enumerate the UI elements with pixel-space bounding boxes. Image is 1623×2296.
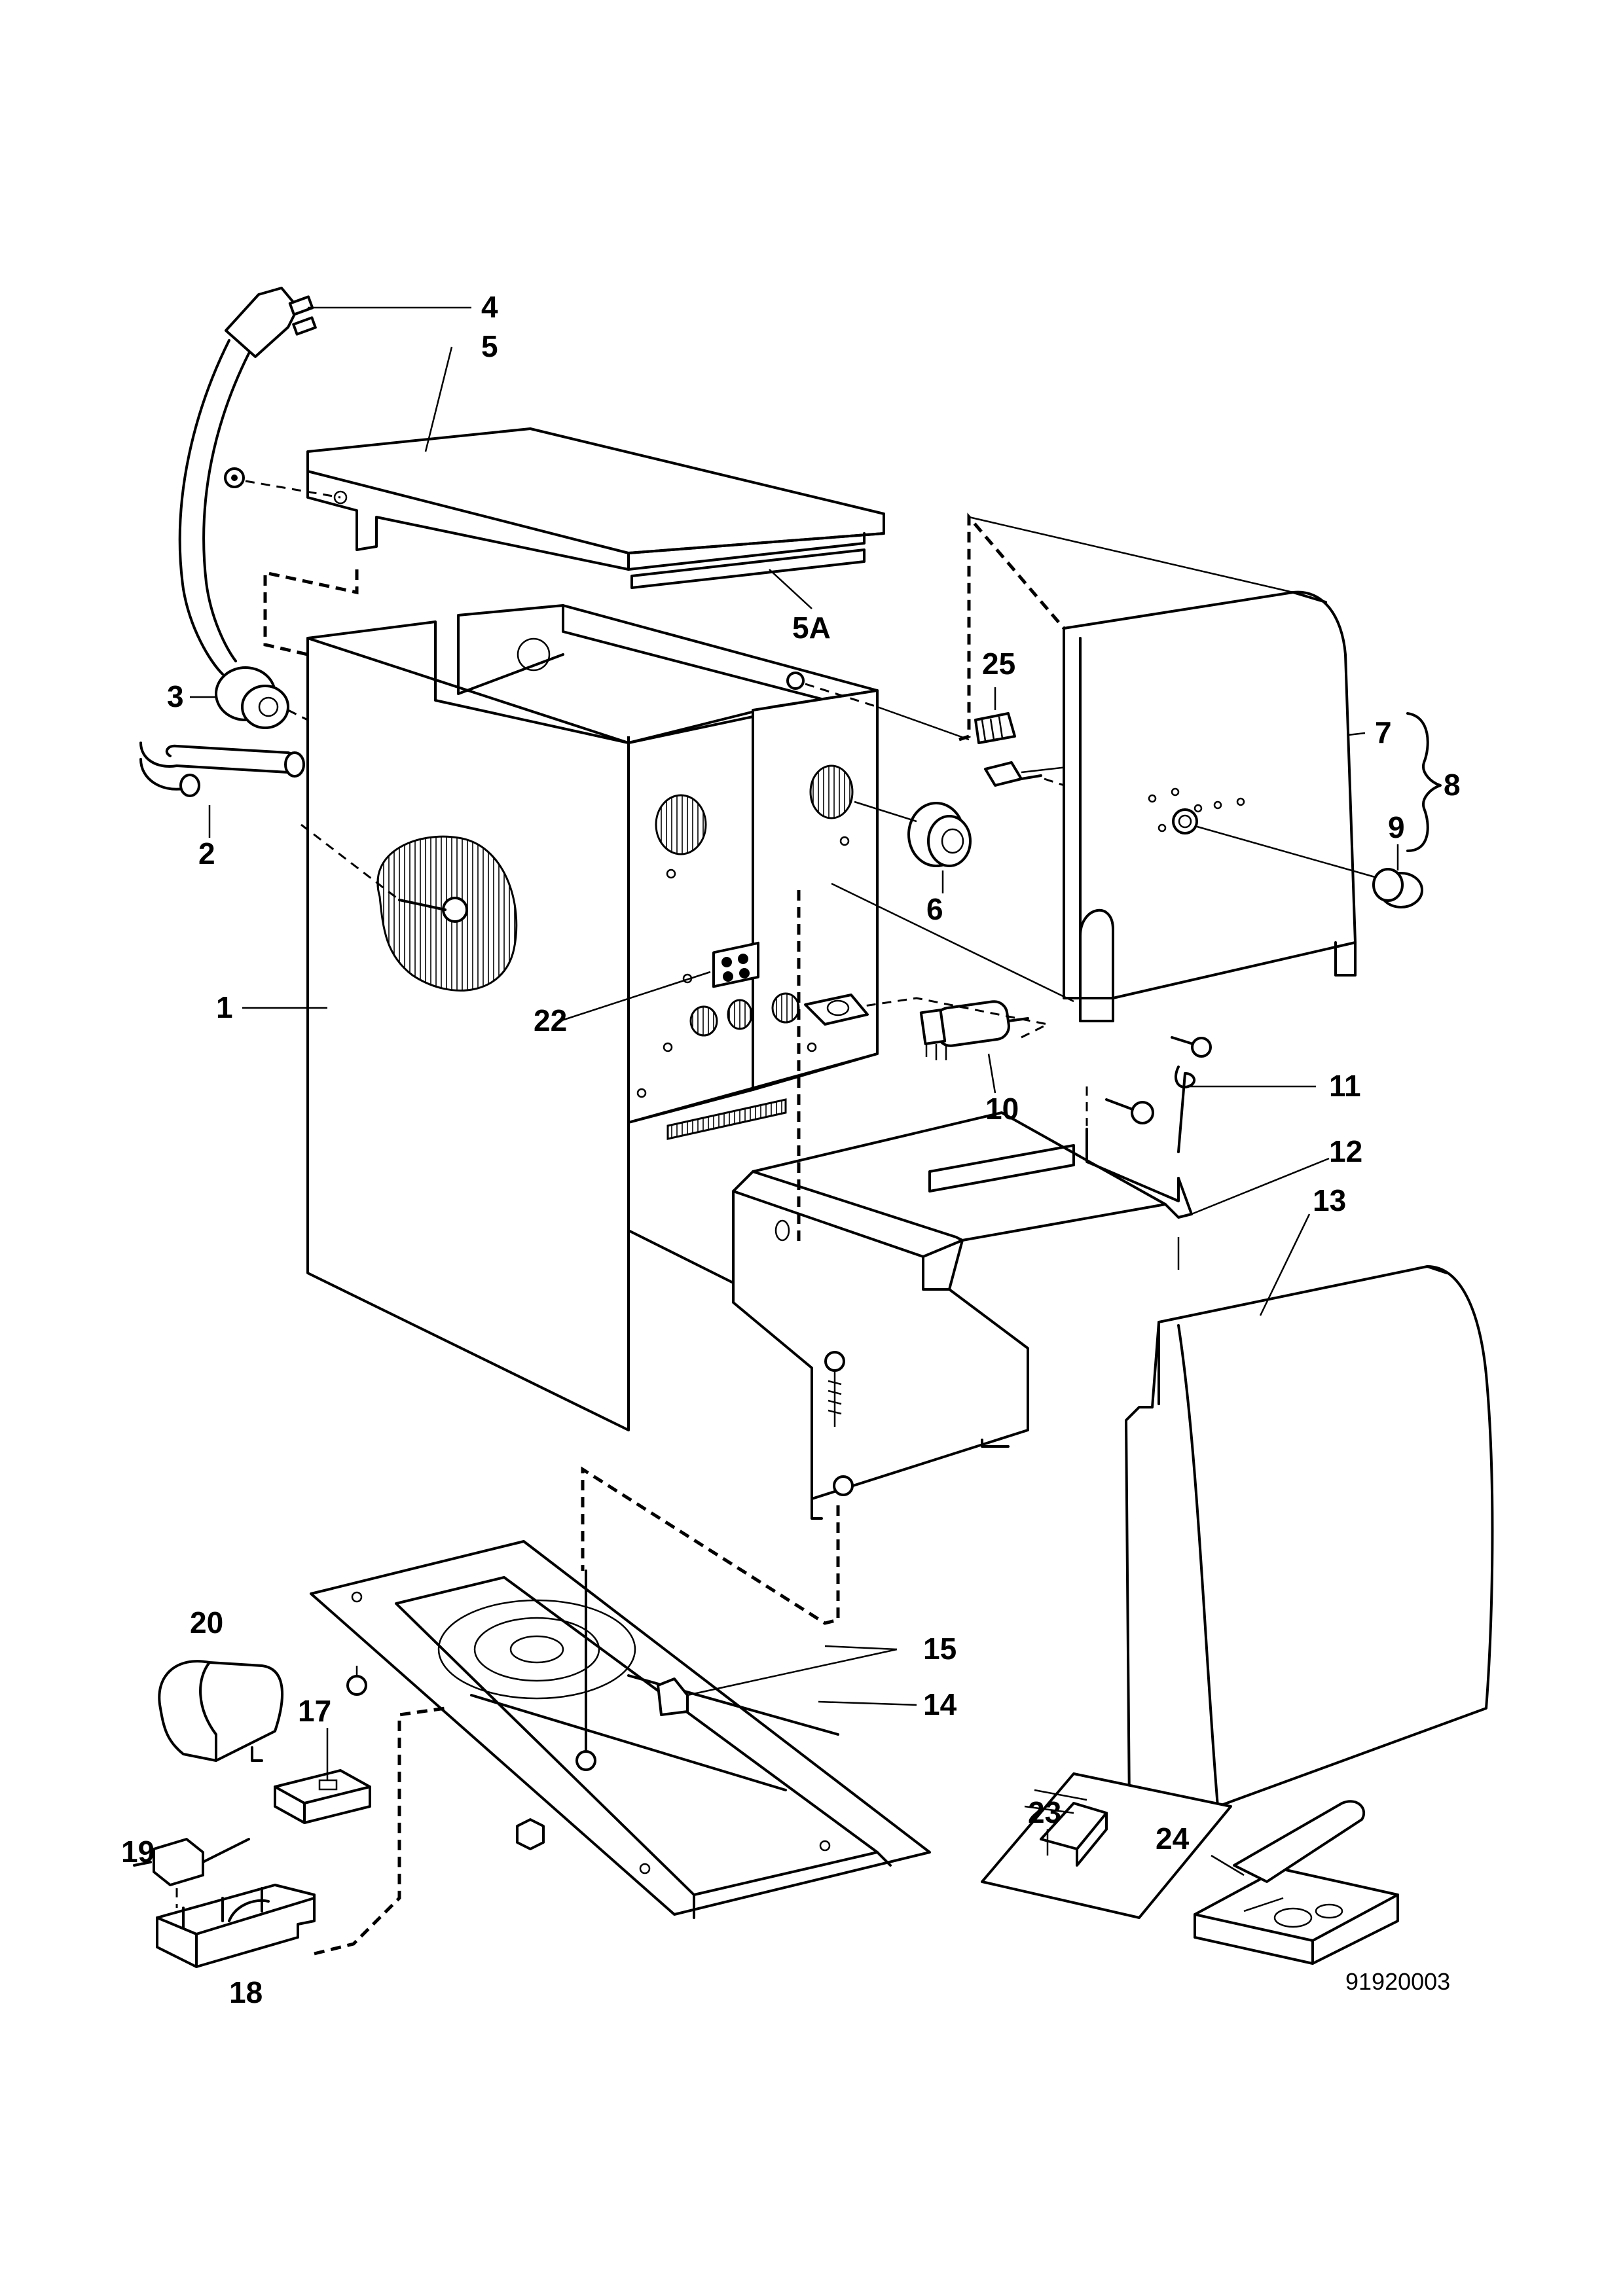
main-housing-part-1	[301, 604, 970, 1431]
label-part-20: 20	[190, 1605, 223, 1640]
plate-part-17	[274, 1769, 371, 1824]
label-part-7: 7	[1375, 715, 1392, 749]
label-part-22: 22	[534, 1003, 567, 1037]
label-part-17: 17	[298, 1694, 331, 1728]
mains-plug-part-4	[178, 287, 317, 675]
label-part-6: 6	[926, 892, 943, 926]
box-part-24	[1194, 1800, 1399, 1965]
label-part-4: 4	[481, 290, 498, 324]
label-part-11: 11	[1329, 1069, 1361, 1103]
label-part-2: 2	[198, 836, 215, 870]
base-plate-part-14	[310, 1466, 931, 1919]
label-part-9: 9	[1388, 810, 1405, 844]
label-part-5: 5	[481, 329, 498, 363]
drawing-number: 91920003	[1345, 1968, 1450, 1995]
part-number-labels: 4 5 5A 3 2 1 22 25 7 8 9 6 10 11 12 13 2…	[121, 290, 1461, 2009]
label-part-19: 19	[121, 1835, 155, 1869]
label-part-23: 23	[1028, 1795, 1061, 1829]
label-part-15: 15	[923, 1632, 957, 1666]
label-part-10: 10	[985, 1092, 1019, 1126]
solenoid-valve-part-10	[804, 994, 1051, 1094]
seal-strip-part-5a	[630, 548, 866, 609]
bracket-part-12	[732, 890, 1193, 1520]
label-part-25: 25	[982, 647, 1015, 681]
microswitch-part-19	[133, 1838, 250, 1908]
handle-part-2	[139, 742, 305, 838]
label-part-8: 8	[1444, 768, 1461, 802]
spring-part-25	[974, 687, 1016, 744]
label-part-24: 24	[1156, 1821, 1190, 1856]
terminal-block-part-22	[712, 941, 759, 988]
label-part-1: 1	[216, 990, 233, 1024]
manual-part-23	[981, 1772, 1232, 1919]
leader-lines	[190, 306, 1330, 1876]
top-lid-part-5	[224, 427, 885, 571]
switch-holder-part-18	[156, 1706, 446, 1968]
front-door-part-8	[958, 512, 1442, 1022]
clip-part-11	[1175, 1066, 1195, 1153]
grommet-part-6	[854, 800, 972, 893]
label-part-18: 18	[229, 1975, 263, 2009]
side-panel-part-13	[1125, 1265, 1494, 1808]
screw	[831, 882, 1212, 1058]
label-part-5a: 5A	[792, 611, 831, 645]
label-part-13: 13	[1313, 1183, 1346, 1217]
label-part-12: 12	[1329, 1134, 1362, 1168]
label-part-3: 3	[167, 679, 184, 713]
label-part-14: 14	[923, 1687, 957, 1721]
clip-part-15	[657, 1648, 898, 1716]
cap-part-20	[158, 1660, 284, 1762]
knob-part-9	[1194, 825, 1423, 908]
